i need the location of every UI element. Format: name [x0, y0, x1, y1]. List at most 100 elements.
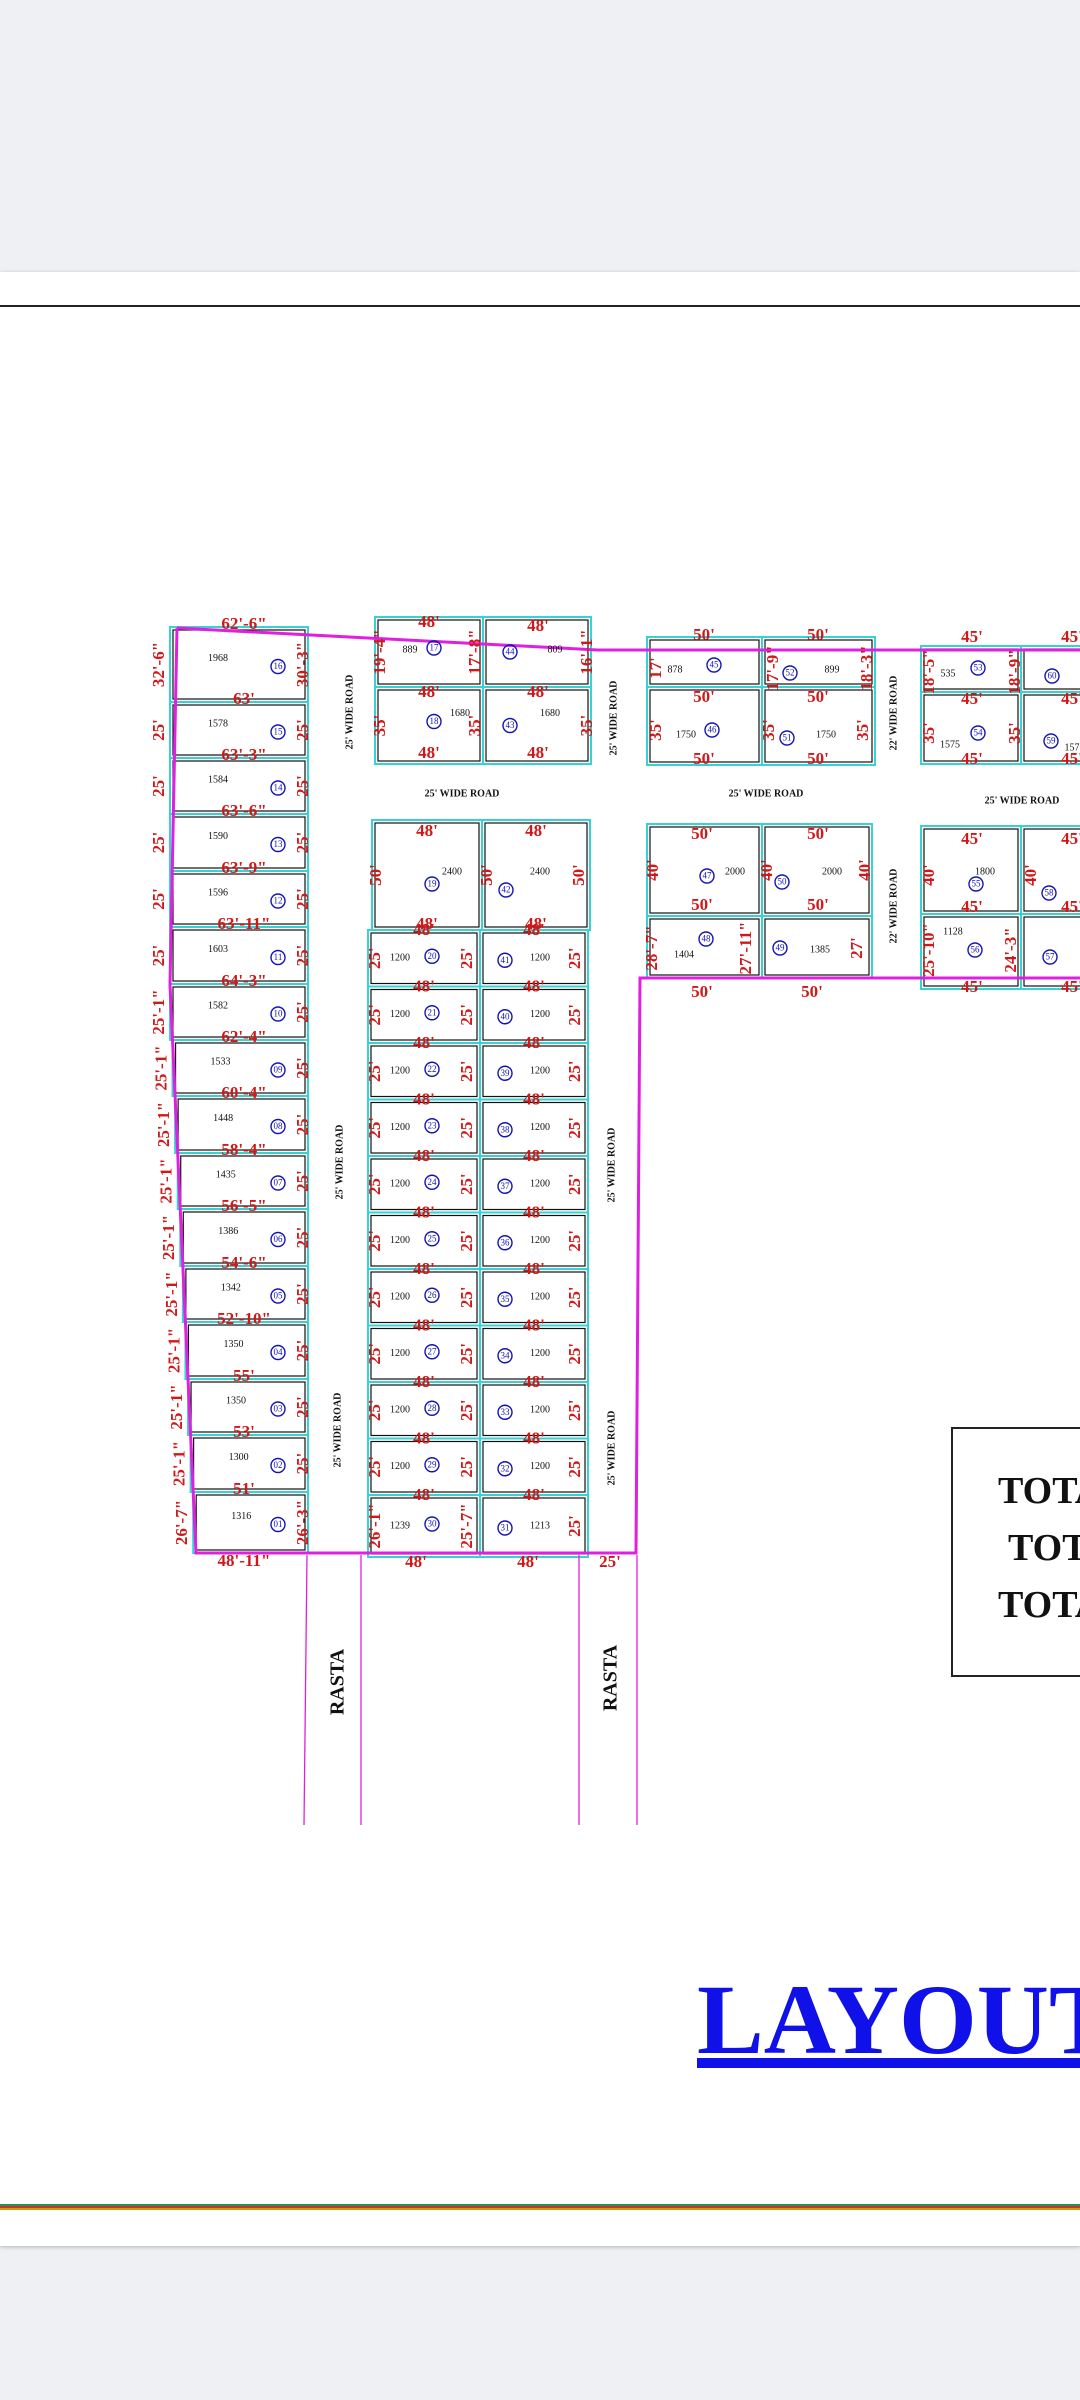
- plot-number-circle: [424, 1287, 440, 1303]
- plot-area: 809: [548, 644, 563, 655]
- plot-area: 1386: [218, 1226, 238, 1237]
- dimension-label: 25'-7": [457, 1503, 476, 1548]
- plot-boundary: [1023, 694, 1080, 762]
- plot-area: 1575: [940, 739, 960, 750]
- dimension-label: 45': [1061, 749, 1080, 768]
- plot-area: 1128: [943, 926, 963, 937]
- dimension-label: 25': [457, 1399, 476, 1421]
- plot-number: 45: [710, 660, 720, 670]
- dimension-label: 55': [233, 1366, 255, 1385]
- plot-number: 59: [1047, 736, 1057, 746]
- plot-area: 1200: [390, 1292, 410, 1303]
- plot-area: 1200: [530, 1461, 550, 1472]
- dimension-label: 25': [149, 888, 168, 910]
- plot-number-circle: [270, 1175, 286, 1191]
- dimension-label: 48': [413, 1146, 435, 1165]
- dimension-label: 50': [807, 625, 829, 644]
- plot-frame: [1020, 913, 1080, 990]
- road-label: 25' WIDE ROAD: [606, 1411, 617, 1486]
- dimension-label: 50': [801, 982, 823, 1001]
- plot-number: 48: [702, 934, 712, 944]
- plot-number-circle: [270, 1118, 286, 1135]
- plot-number-circle: [1042, 949, 1058, 965]
- plot-frame: [761, 686, 876, 766]
- plot-boundary: [482, 1158, 586, 1211]
- road-label: 25' WIDE ROAD: [425, 788, 500, 799]
- plot-number: 50: [778, 877, 788, 887]
- plot-boundary: [482, 1384, 586, 1437]
- plot-boundary: [370, 1384, 478, 1437]
- plot-boundary: [370, 1271, 478, 1324]
- plot-area: 1316: [231, 1511, 251, 1522]
- plot-boundary: [193, 1437, 306, 1490]
- plot-boundary: [649, 689, 760, 763]
- plot-boundary: [484, 822, 588, 928]
- dimension-label: 48': [413, 1202, 435, 1221]
- plot-area: 1968: [208, 653, 228, 664]
- dimension-label: 25': [149, 832, 168, 854]
- plot-number: 36: [501, 1237, 511, 1247]
- plot-boundary: [923, 828, 1019, 912]
- plot-area: 1200: [390, 1235, 410, 1246]
- plot-boundary: [764, 689, 873, 763]
- plot-number: 26: [428, 1290, 438, 1300]
- plot-number-circle: [699, 868, 715, 884]
- plot-number: 27: [428, 1346, 438, 1356]
- plot-number: 49: [776, 943, 786, 953]
- dimension-label: 25': [457, 1456, 476, 1478]
- plot-boundary: [172, 929, 306, 982]
- dimension-label: 58'-4": [221, 1140, 266, 1159]
- plot-boundary: [377, 619, 481, 685]
- plot-boundary: [182, 1211, 306, 1264]
- plot-number-circle: [270, 1062, 286, 1078]
- plot-number: 25: [428, 1233, 438, 1243]
- plot-number: 56: [971, 945, 981, 955]
- dimension-label: 48': [413, 976, 435, 995]
- plot-number-circle: [424, 1400, 440, 1416]
- dimension-label: 17': [646, 657, 665, 679]
- plot-number: 09: [274, 1065, 284, 1075]
- plot-number: 21: [428, 1007, 437, 1017]
- dimension-label: 48': [527, 682, 549, 701]
- dimension-label: 48': [523, 1089, 545, 1108]
- rasta-label: RASTA: [327, 1648, 349, 1715]
- dimension-label: 25': [365, 1399, 384, 1421]
- dimension-label: 48': [413, 1428, 435, 1447]
- plot-number-circle: [270, 780, 286, 796]
- dimension-label: 25': [565, 1343, 584, 1365]
- dimension-label: 48': [416, 821, 438, 840]
- plot-area: 1200: [530, 953, 550, 964]
- plot-area: 1350: [226, 1395, 246, 1406]
- plot-number: 51: [783, 733, 792, 743]
- dimension-label: 25': [293, 719, 312, 741]
- plot-area: 1590: [208, 831, 228, 842]
- dimension-label: 27': [847, 937, 866, 959]
- plot-number-circle: [424, 1457, 440, 1473]
- plot-number: 10: [274, 1009, 284, 1019]
- plot-boundary: [195, 1494, 306, 1551]
- dimension-label: 48': [523, 920, 545, 939]
- plot-area: 1800: [975, 866, 995, 877]
- road-label: 25' WIDE ROAD: [332, 1393, 343, 1468]
- dimension-label: 50': [691, 895, 713, 914]
- summary-line-2: TOT: [1008, 1527, 1080, 1569]
- dimension-label: 35': [577, 715, 596, 737]
- plot-area: 1603: [208, 944, 228, 955]
- plot-number-circle: [1041, 885, 1057, 901]
- dimension-label: 48': [523, 1485, 545, 1504]
- plot-number-circle: [424, 1516, 440, 1532]
- plot-number-circle: [497, 1461, 513, 1477]
- road-label: 22' WIDE ROAD: [888, 869, 899, 944]
- plot-area: 1680: [540, 708, 560, 719]
- dimension-label: 40': [855, 859, 874, 881]
- dimension-label: 63'-11": [218, 914, 271, 933]
- road-label: 25' WIDE ROAD: [606, 1128, 617, 1203]
- dimension-label: 62'-4": [221, 1027, 266, 1046]
- dimension-label: 48': [413, 1372, 435, 1391]
- plot-area: 1448: [213, 1113, 233, 1124]
- plot-number: 14: [274, 783, 284, 793]
- plot-area: 1750: [816, 729, 836, 740]
- plot-number: 05: [274, 1291, 284, 1301]
- plot-area: 1596: [208, 887, 228, 898]
- dimension-label: 25'-1": [149, 989, 168, 1034]
